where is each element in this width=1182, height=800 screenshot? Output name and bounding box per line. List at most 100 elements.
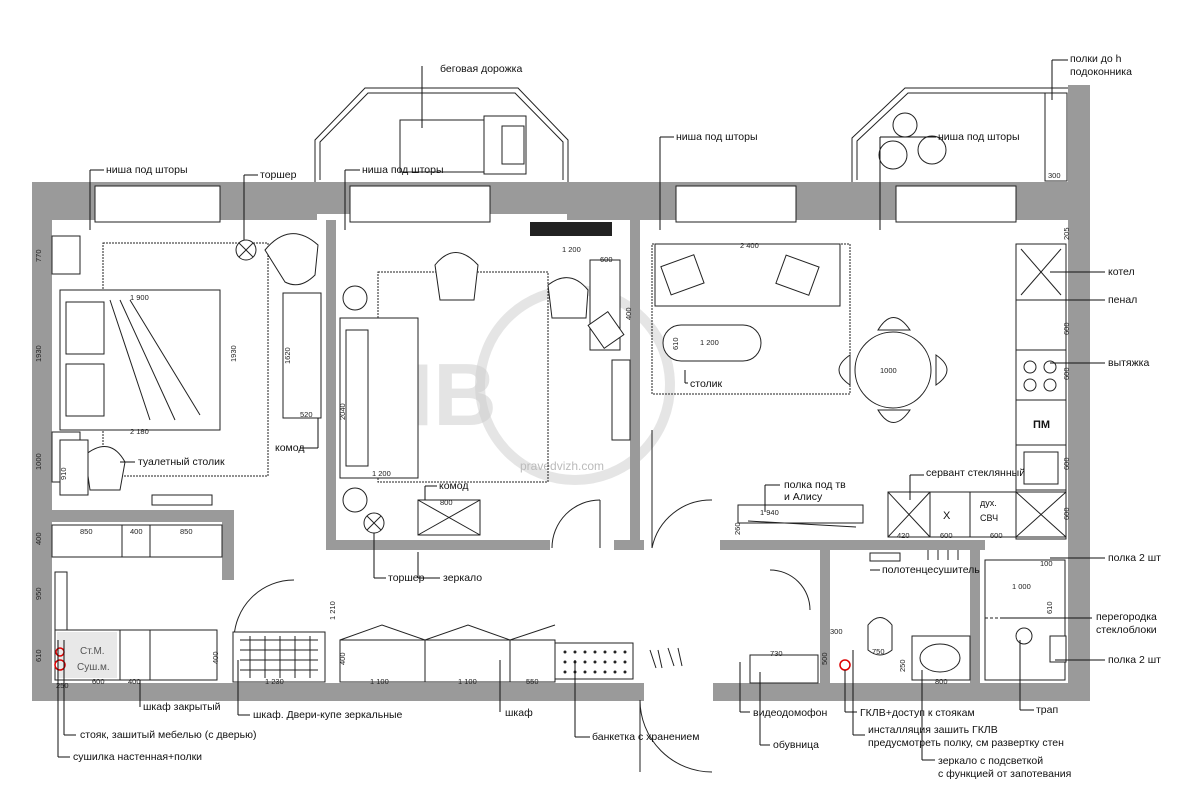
dim-1210: 1 210 <box>328 601 337 620</box>
label-closed-cabinet: шкаф закрытый <box>143 701 221 713</box>
dim-600g: 600 <box>1062 457 1071 470</box>
dim-770: 770 <box>34 249 43 262</box>
label-floor-lamp-1: торшер <box>260 169 297 181</box>
dim-1940: 1 940 <box>760 508 779 517</box>
label-riser: стояк, зашитый мебелью (с дверью) <box>80 729 256 741</box>
dim-400f: 400 <box>338 652 347 665</box>
dim-1200b: 1 200 <box>562 245 581 254</box>
dim-730: 730 <box>770 649 783 658</box>
dim-850a: 850 <box>80 527 93 536</box>
dim-2040: 2040 <box>338 403 347 420</box>
dim-800: 800 <box>440 498 453 507</box>
label-shelves-sill-1: полки до h <box>1070 53 1122 65</box>
label-table: столик <box>690 378 723 390</box>
bay-window-2 <box>851 87 1068 182</box>
dim-2180: 2 180 <box>130 427 149 436</box>
dim-910: 910 <box>59 467 68 480</box>
dim-550: 550 <box>526 677 539 686</box>
dim-400a: 400 <box>624 307 633 320</box>
label-sideboard: сервант стеклянный <box>926 467 1025 479</box>
label-hood: вытяжка <box>1108 357 1149 369</box>
dim-600h: 600 <box>1062 507 1071 520</box>
label-floor-lamp-2: торшер <box>388 572 425 584</box>
dim-1000: 1000 <box>34 453 43 470</box>
microwave-x: X <box>943 510 951 522</box>
label-tv-shelf-2: и Алису <box>784 491 823 503</box>
dim-260: 260 <box>733 522 742 535</box>
treadmill: беговая дорожка <box>399 63 527 175</box>
oven-label: дух. <box>980 498 997 508</box>
dim-400b: 400 <box>130 527 143 536</box>
plants <box>878 112 947 170</box>
treadmill-label: беговая дорожка <box>440 63 522 75</box>
label-mirror: зеркало <box>443 572 482 584</box>
dim-2400: 2 400 <box>740 241 759 250</box>
label-gklv-install-2: предусмотреть полку, см развертку стен <box>868 737 1064 749</box>
living-kitchen: 2 400 1 200 610 1000 ПМ X дух. СВЧ 1 940… <box>651 171 1071 540</box>
label-pencil-case: пенал <box>1108 294 1137 306</box>
label-shelf-2pcs-2: полка 2 шт <box>1108 654 1161 666</box>
dim-300c: 300 <box>1048 171 1061 180</box>
label-intercom: видеодомофон <box>753 707 828 719</box>
label-shelves-sill-2: подоконника <box>1070 66 1132 78</box>
dim-600c: 600 <box>990 531 1003 540</box>
label-towel-dryer: полотенцесушитель <box>882 564 980 576</box>
dim-1230: 1 230 <box>265 677 284 686</box>
dim-1000b: 1000 <box>880 366 897 375</box>
dim-950: 950 <box>34 587 43 600</box>
label-curtain-niche-2: ниша под шторы <box>362 164 444 176</box>
label-vanity: туалетный столик <box>138 456 225 468</box>
watermark-site: pravedvizh.com <box>520 459 604 473</box>
outer-walls <box>32 85 1090 701</box>
dim-400c: 400 <box>34 532 43 545</box>
label-tv-shelf-1: полка под тв <box>784 479 846 491</box>
label-gklv-access: ГКЛВ+доступ к стоякам <box>860 707 975 719</box>
dim-500: 500 <box>820 652 829 665</box>
dim-1930a: 1930 <box>34 345 43 362</box>
dim-750: 750 <box>872 647 885 656</box>
label-wardrobe: шкаф <box>505 707 533 719</box>
dim-850b: 850 <box>180 527 193 536</box>
dishwasher-label: ПМ <box>1033 419 1050 431</box>
dim-1200a: 1 200 <box>372 469 391 478</box>
label-dresser-2: комод <box>439 480 469 492</box>
annotations: ниша под шторы торшер ниша под шторы ниш… <box>57 53 1161 780</box>
dim-1000c: 1 000 <box>1012 582 1031 591</box>
label-dryer: сушилка настенная+полки <box>73 751 202 763</box>
doors <box>233 430 811 773</box>
bedroom: 770 1930 1930 1000 910 2 180 1 900 1620 … <box>34 233 322 506</box>
dim-610: 610 <box>671 337 680 350</box>
dim-205: 205 <box>1062 227 1071 240</box>
label-curtain-niche-4: ниша под шторы <box>938 131 1020 143</box>
dim-610c: 610 <box>34 649 43 662</box>
label-curtain-niche-3: ниша под шторы <box>676 131 758 143</box>
label-shelf-2pcs-1: полка 2 шт <box>1108 552 1161 564</box>
label-mirror-light-2: с функцией от запотевания <box>938 768 1071 780</box>
dim-600a: 600 <box>600 255 613 264</box>
dim-400e: 400 <box>211 651 220 664</box>
dim-520: 520 <box>300 410 313 419</box>
label-mirror-light-1: зеркало с подсветкой <box>938 755 1043 767</box>
bay-window-1 <box>314 87 569 182</box>
dim-1100a: 1 100 <box>370 677 389 686</box>
label-boiler: котел <box>1108 266 1135 278</box>
dim-300b: 300 <box>830 627 843 636</box>
dim-1620: 1620 <box>283 347 292 364</box>
interior-walls <box>52 220 985 683</box>
label-dresser-1: комод <box>275 442 305 454</box>
label-gklv-install-1: инсталляция зашить ГКЛВ <box>868 724 998 736</box>
middle-room: 2040 1 200 1 200 600 400 800 <box>338 222 633 536</box>
label-partition-2: стеклоблоки <box>1096 624 1157 636</box>
dim-1100b: 1 100 <box>458 677 477 686</box>
dim-800b: 800 <box>935 677 948 686</box>
dim-600d: 600 <box>92 677 105 686</box>
microwave-label: СВЧ <box>980 513 998 523</box>
label-bench: банкетка с хранением <box>592 731 699 743</box>
dim-600e: 600 <box>1062 322 1071 335</box>
dim-1200c: 1 200 <box>700 338 719 347</box>
hallway: 850 400 850 400 950 610 Ст.М. Суш.м. 250… <box>34 524 829 690</box>
dim-1900: 1 900 <box>130 293 149 302</box>
label-mirror-wardrobe: шкаф. Двери-купе зеркальные <box>253 709 403 721</box>
